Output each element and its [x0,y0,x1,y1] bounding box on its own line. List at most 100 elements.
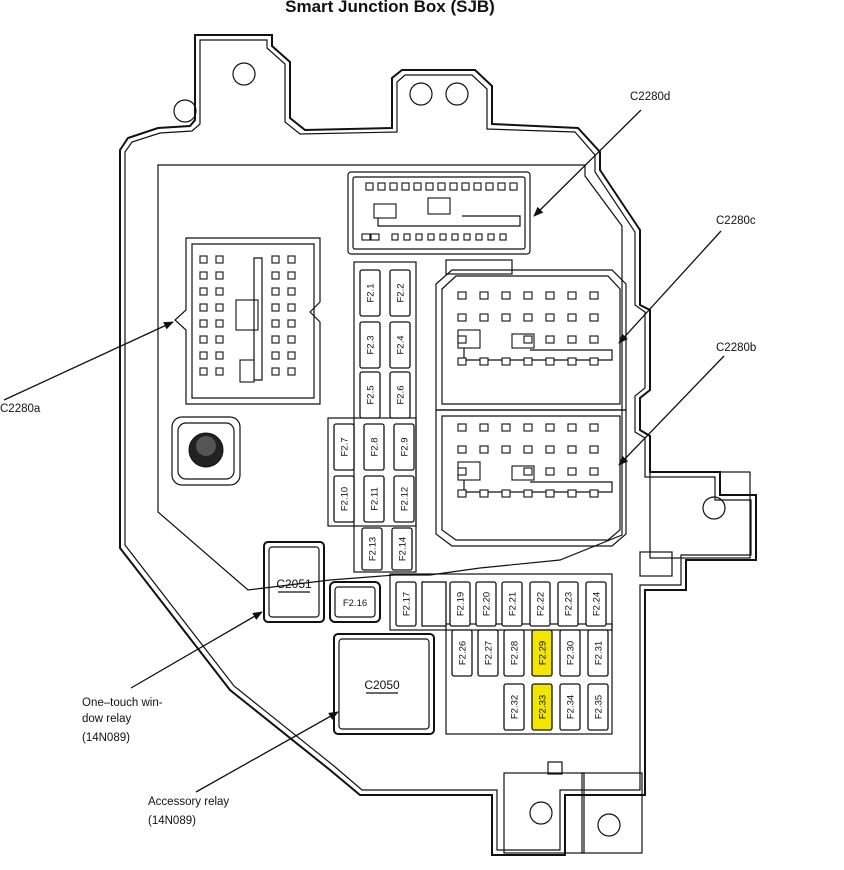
fuse-f2-5: F2.5 [359,371,381,419]
mount-hole-top-left [232,62,256,86]
mount-tab-bottom-right [581,772,643,854]
fuse-group: F2.1 F2.2F2.3 F2.4F2.5 F2.6F2.7 F2.8 F2.9F2.1… [333,269,609,731]
fuse-f2-27: F2.27 [477,629,499,677]
connector-c2280c [435,269,627,411]
label-one-touch-line1: One–touch win- [82,697,163,709]
fuse-f2-21: F2.21 [501,581,523,627]
label-c2280a: C2280a [0,403,41,415]
mount-hole-top-2 [445,82,469,106]
fuse-label: F2.10 [340,487,351,511]
fuse-label: F2.24 [592,592,603,616]
fuse-label: F2.17 [402,592,413,616]
label-c2280b: C2280b [716,342,756,354]
fuse-label: F2.12 [400,487,411,511]
fuse-f2-3: F2.3 [359,321,381,369]
label-c2280d: C2280d [630,91,670,103]
fuse-label: F2.8 [370,437,381,456]
relay-c2050: C2050 [333,633,435,735]
sjb-housing [119,34,757,856]
fuse-label: F2.3 [366,335,377,354]
fuse-f2-7: F2.7 [333,423,355,471]
fuse-label: F2.14 [398,537,409,561]
mount-hole-top-1 [409,82,433,106]
grommet-module [171,416,241,486]
relay-c2050-label: C2050 [364,678,400,692]
fuse-label: F2.34 [566,695,577,719]
fuse-label: F2.27 [484,641,495,665]
fuse-label: F2.4 [396,335,407,354]
fuse-f2-22: F2.22 [529,581,551,627]
clip-bottom [547,761,563,775]
fuse-panel-bottom-frame [445,623,613,735]
diagram-title: Smart Junction Box (SJB) [285,0,495,16]
fuse-label: F2.30 [566,641,577,665]
label-one-touch-line3: (14N089) [82,732,130,744]
leader-one-touch-relay [130,611,263,689]
fuse-f2-8: F2.8 [363,423,385,471]
fuse-f2-1: F2.1 [359,269,381,317]
fuse-label: F2.23 [564,592,575,616]
fuse-f2-31: F2.31 [587,629,609,677]
fuse-label: F2.29 [538,641,549,665]
fuse-label: F2.11 [370,487,381,511]
relay-c2051-label: C2051 [276,577,312,591]
fuse-f2-9: F2.9 [393,423,415,471]
fuse-panel-upper-frame [353,261,417,573]
fuse-f2-16: F2.16 [329,581,381,623]
fuse-f2-26: F2.26 [451,629,473,677]
relay-c2051: C2051 [263,541,325,623]
fuse-label: F2.1 [366,283,377,302]
fuse-f2-19: F2.19 [449,581,471,627]
fuse-label: F2.26 [458,641,469,665]
fuse-f2-13: F2.13 [361,527,383,571]
leader-c2280c [618,230,722,344]
fuse-f2-32: F2.32 [503,683,525,731]
fuse-f2-16-label: F2.16 [343,598,367,609]
fuse-f2-20: F2.20 [475,581,497,627]
fuse-f2-35: F2.35 [587,683,609,731]
fuse-f2-34: F2.34 [559,683,581,731]
fuse-label: F2.22 [536,592,547,616]
fuse-f2-23: F2.23 [557,581,579,627]
fuse-f2-14: F2.14 [391,527,413,571]
mount-tab-right [649,471,751,559]
leader-c2280d [533,109,642,217]
fuse-label: F2.2 [396,283,407,302]
fuse-panel-lower-frame [389,573,613,631]
fuse-label: F2.6 [396,385,407,404]
label-accessory-line2: (14N089) [148,815,196,827]
fuse-f2-30: F2.30 [559,629,581,677]
fuse-label: F2.32 [510,695,521,719]
label-one-touch-line2: dow relay [82,713,131,725]
fuse-f2-17: F2.17 [395,581,417,627]
label-accessory-line1: Accessory relay [148,796,229,808]
fuse-label: F2.20 [482,592,493,616]
fuse-f2-33: F2.33 [531,683,553,731]
mount-tab-bottom-left [503,772,585,854]
fuse-label: F2.35 [594,695,605,719]
fuse-f2-24: F2.24 [585,581,607,627]
leader-c2280a [3,321,174,401]
leader-c2280b [618,355,725,466]
connector-c2280b [435,409,627,547]
label-c2280c: C2280c [716,215,756,227]
fuse-f2-2: F2.2 [389,269,411,317]
mount-hole-bottom-2 [597,813,621,837]
fuse-label: F2.33 [538,695,549,719]
leader-accessory-relay [195,711,339,793]
fuse-label: F2.13 [368,537,379,561]
fuse-f2-11: F2.11 [363,475,385,523]
mount-hole-left [173,99,197,123]
connector-c2280a [174,237,321,405]
fuse-f2-12: F2.12 [393,475,415,523]
fuse-f2-4: F2.4 [389,321,411,369]
fuse-label: F2.21 [508,592,519,616]
mount-hole-bottom-1 [529,801,553,825]
fuse-f2-10: F2.10 [333,475,355,523]
mount-hole-right [702,496,726,520]
connector-latch [445,259,513,275]
clip-right [639,551,673,577]
fuse-label: F2.28 [510,641,521,665]
fuse-label: F2.5 [366,385,377,404]
